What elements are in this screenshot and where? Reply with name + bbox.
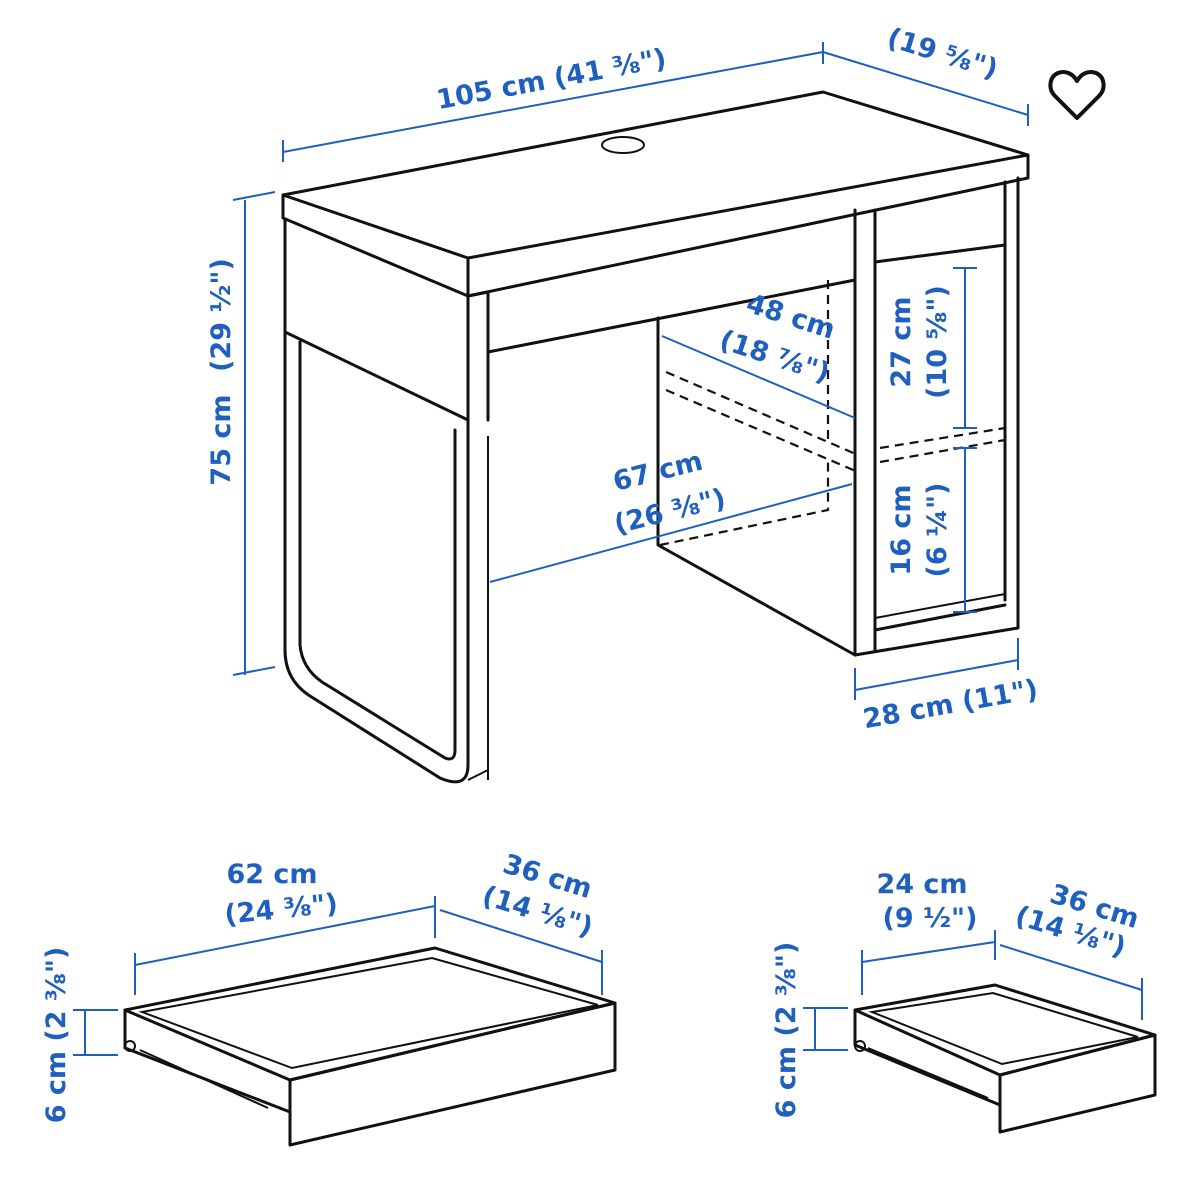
small-drawer-height-label: 6 cm (2 ⅜") (771, 942, 802, 1119)
large-drawer-drawing (123, 946, 617, 1147)
small-drawer-drawing (853, 983, 1157, 1134)
small-drawer-dimensions: 24 cm (9 ½") 36 cm (14 ⅛") 6 cm (2 ⅜") (771, 869, 1143, 1118)
large-drawer-width-cm-label: 62 cm (226, 859, 317, 890)
desk-height-cm-label: 75 cm (206, 394, 237, 485)
small-drawer-width-in-label: (9 ½") (883, 903, 978, 934)
heart-outline-icon (1048, 70, 1106, 120)
large-drawer-height-label: 6 cm (2 ⅜") (41, 947, 72, 1124)
large-drawer-dimensions: 62 cm (24 ⅜") 36 cm (14 ⅛") 6 cm (2 ⅜") (41, 849, 603, 1124)
desk-width-label: 105 cm (41 ⅜") (434, 43, 669, 116)
upper-compartment-in-label: (10 ⅝") (922, 285, 953, 399)
lower-compartment-cm-label: 16 cm (886, 484, 917, 575)
lower-compartment-in-label: (6 ¼") (922, 483, 953, 578)
cable-hole (601, 136, 645, 154)
large-drawer-width-in-label: (24 ⅜") (223, 888, 339, 931)
upper-compartment-cm-label: 27 cm (886, 296, 917, 387)
small-drawer-width-cm-label: 24 cm (876, 869, 967, 900)
desk-drawing (281, 90, 1030, 784)
desk-height-in-label: (29 ½") (206, 258, 237, 372)
favorite-button[interactable] (1046, 66, 1108, 124)
